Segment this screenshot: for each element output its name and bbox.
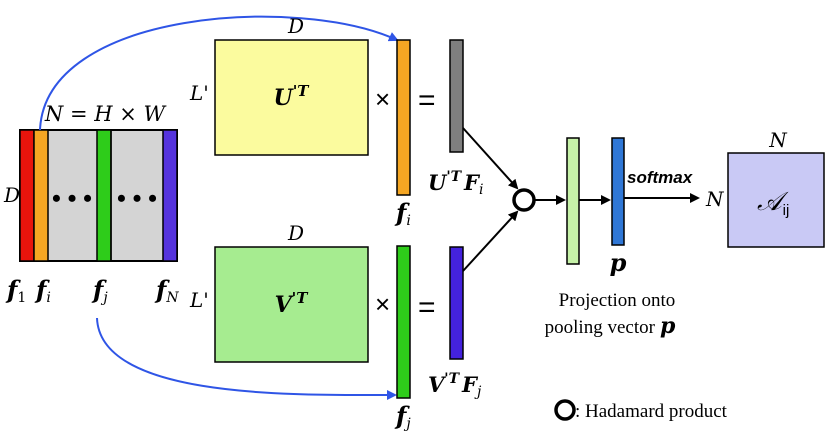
arrow-top-to-hadamard [462, 127, 519, 190]
result-VF [449, 246, 464, 360]
legend: : Hadamard product [554, 399, 728, 422]
dim-NHW: N = H × W [44, 102, 168, 126]
p-vector [611, 137, 625, 246]
column-fi [33, 129, 49, 262]
arrow-fi-to-top [39, 15, 399, 131]
label-f1: f1 [5, 275, 26, 306]
feature-map: • • • • • • N = H × W D f1 fi fj fN [3, 102, 179, 306]
column-fN [162, 129, 178, 262]
output-attention-matrix: N N 𝒜ij [705, 128, 825, 248]
label-fj: fj [91, 275, 108, 306]
p-label: p [610, 248, 627, 277]
attention-matrix [727, 152, 825, 248]
projection-line1: Projection onto [559, 290, 676, 311]
hadamard-circle [512, 188, 536, 212]
label-fi: fi [34, 275, 51, 306]
result-UF [449, 39, 464, 153]
bottom-dim-D: D [287, 221, 304, 245]
dots-right: • • • [117, 184, 157, 213]
arrow-fj-to-bottom [96, 317, 397, 401]
top-dim-L: L' [189, 81, 209, 105]
top-dim-D: D [287, 14, 304, 38]
legend-text: : Hadamard product [575, 401, 728, 422]
bottom-equals: = [418, 291, 436, 324]
top-equals: = [418, 84, 436, 117]
matrix-U [214, 39, 369, 156]
vector-fi [396, 39, 411, 196]
vector-fj [396, 245, 411, 399]
column-f1 [19, 129, 35, 262]
bottom-dim-L: L' [189, 288, 209, 312]
arrow-bottom-to-hadamard [462, 210, 519, 272]
legend-hadamard-icon [554, 399, 576, 421]
matrix-U-label: U'T [274, 82, 311, 111]
label-vector-fi: fi [394, 198, 411, 229]
label-vector-fj: fj [394, 401, 411, 432]
column-fj [96, 129, 112, 262]
output-dim-left: N [705, 187, 725, 211]
output-dim-top: N [768, 128, 788, 152]
label-fN: fN [154, 275, 179, 306]
dim-D-left: D [3, 183, 20, 207]
matrix-V-label: V'T [275, 289, 310, 318]
matrix-V [214, 246, 369, 363]
top-times: × [375, 84, 390, 114]
softmax-label: softmax [627, 168, 694, 187]
hadamard-result-vector [566, 137, 580, 265]
bottom-times: × [375, 289, 390, 319]
dots-left: • • • [52, 184, 92, 213]
